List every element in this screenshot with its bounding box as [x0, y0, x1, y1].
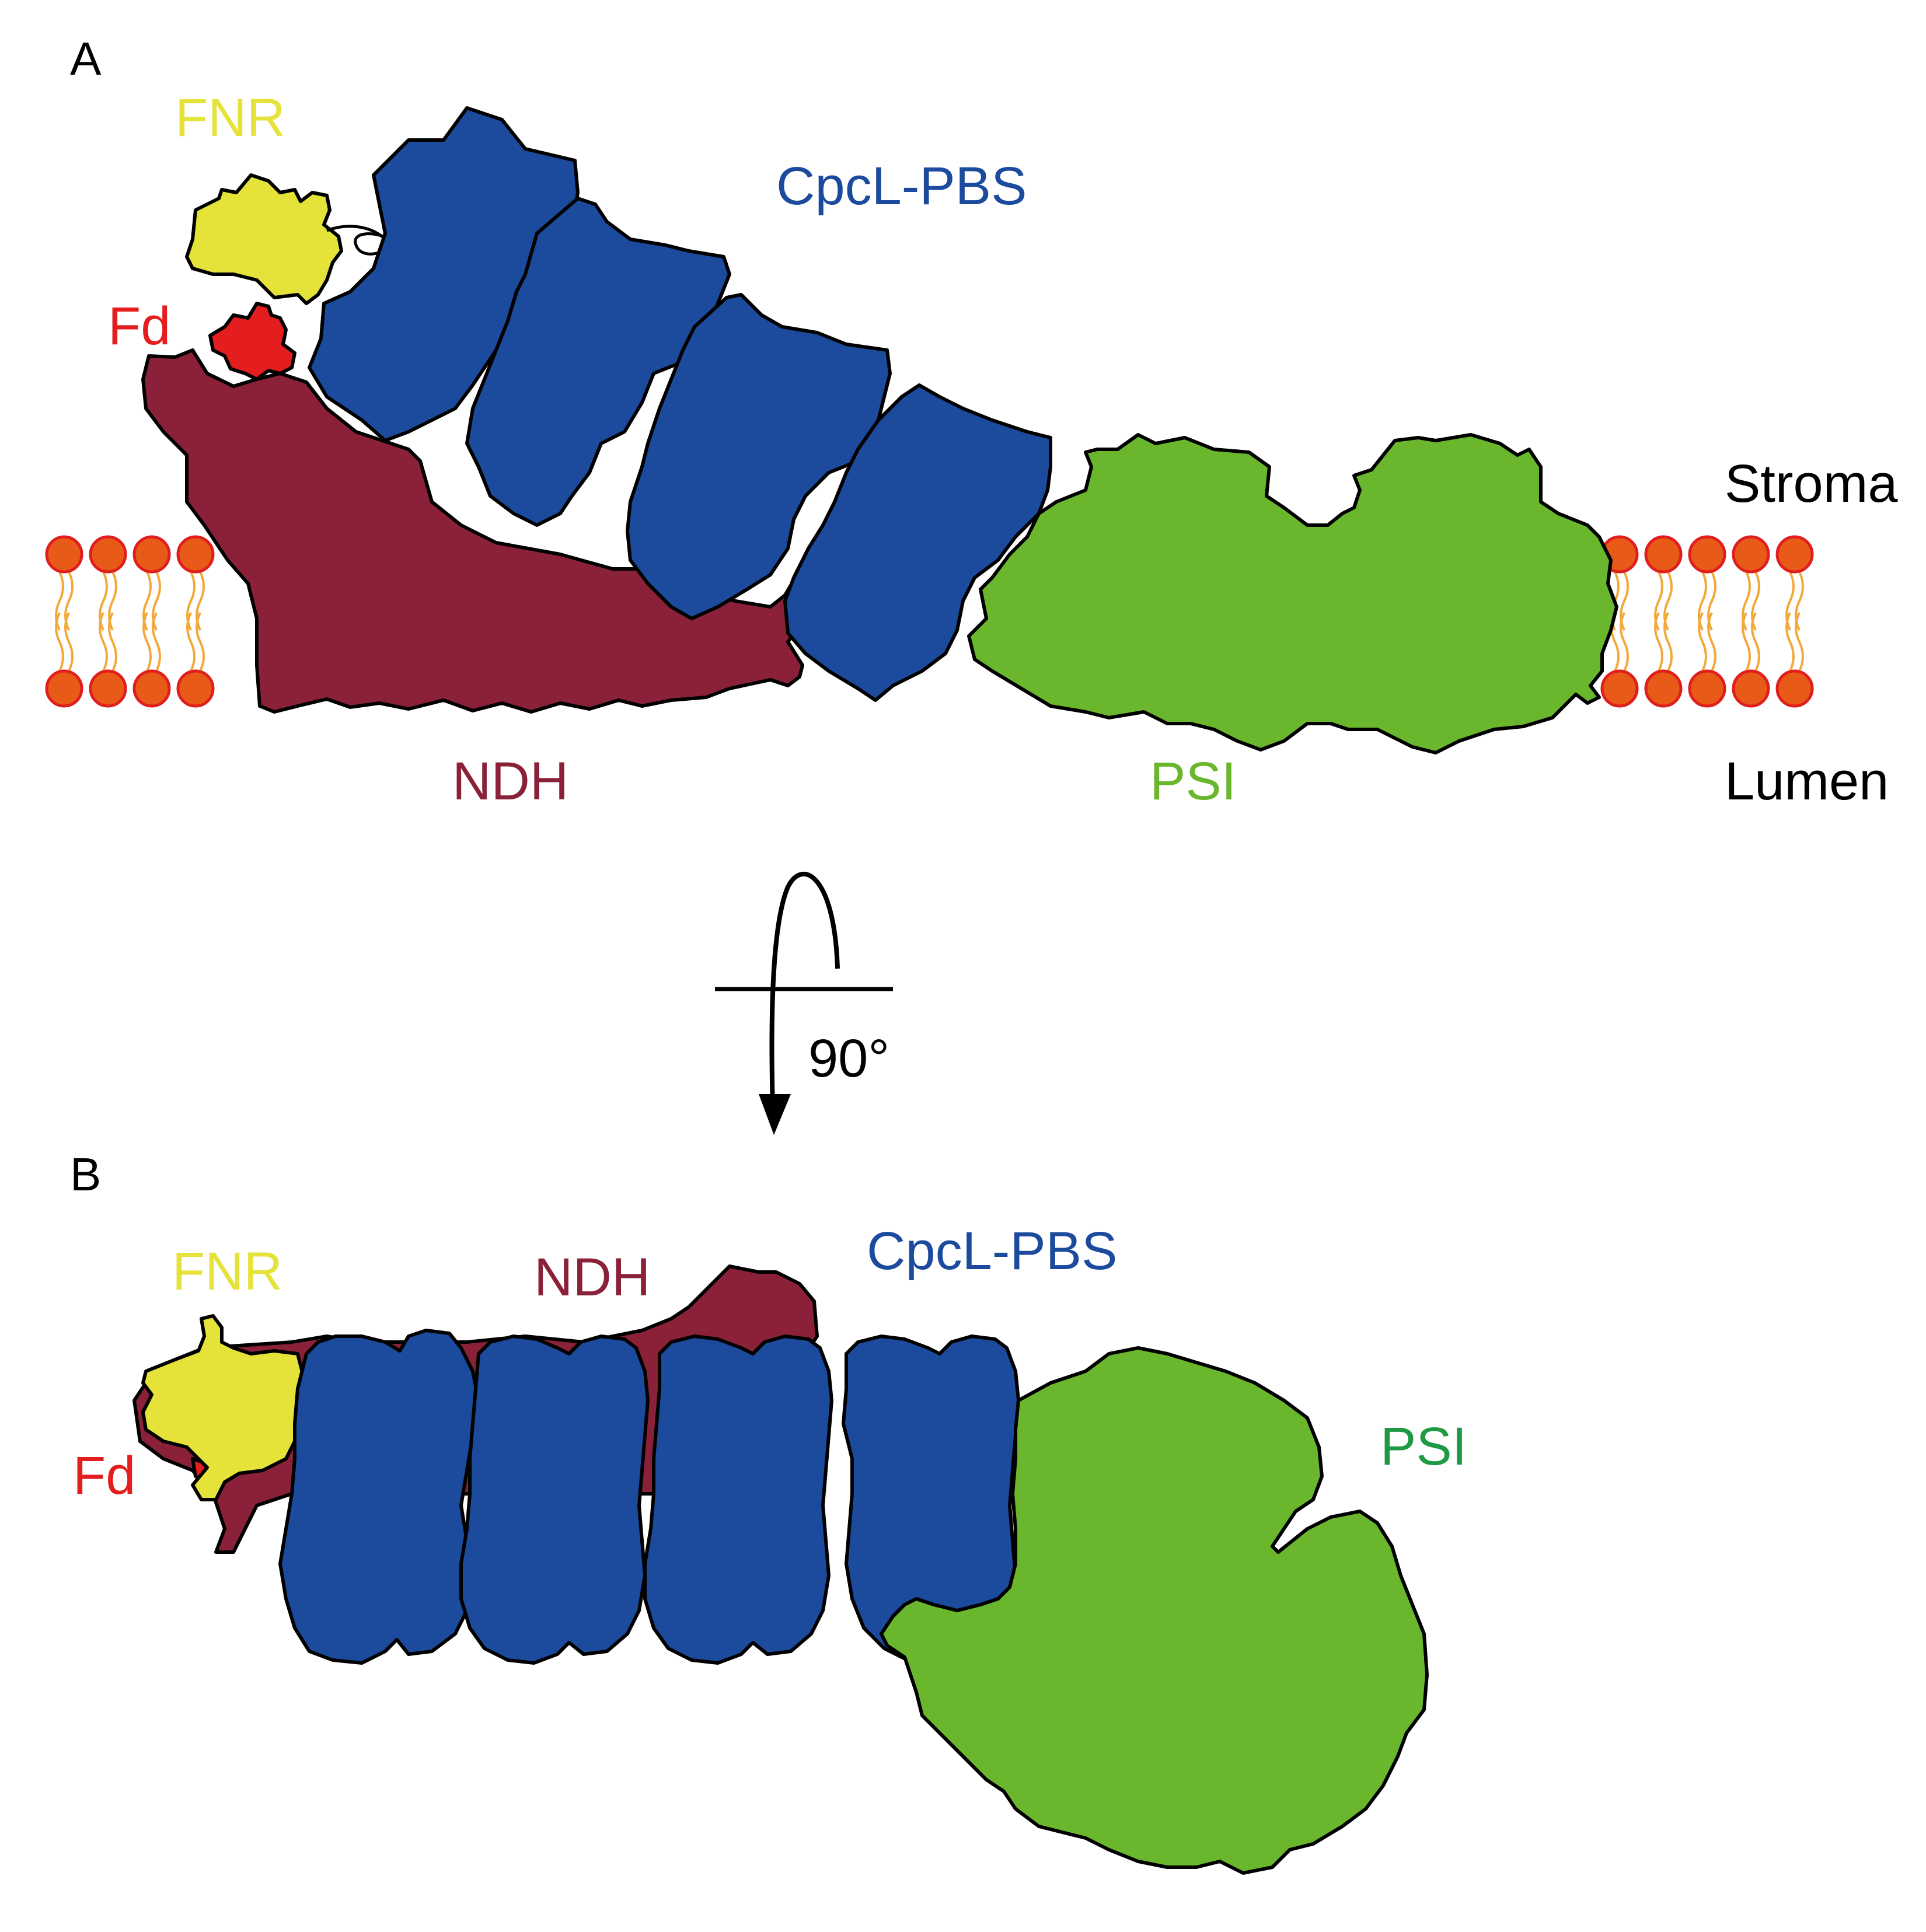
lipid-head	[1688, 535, 1726, 574]
lipid-tail	[1751, 612, 1760, 672]
lipid-head	[45, 535, 83, 574]
lipid-tail	[1785, 612, 1795, 672]
fnr-label-a: FNR	[175, 88, 285, 148]
panel-b: B FNR NDH CpcL-PBS Fd PSI	[70, 1148, 1467, 1875]
lipid-tail	[1620, 612, 1629, 672]
cpcl-pbs-label-b: CpcL-PBS	[867, 1221, 1118, 1281]
lipid-head	[176, 669, 215, 708]
lipid-tail	[99, 612, 108, 672]
fnr-protein-b	[141, 1314, 305, 1501]
lipid-tail	[142, 612, 152, 672]
ndh-label-a: NDH	[452, 752, 568, 811]
cpcl-pbs-rod-b-2	[459, 1334, 650, 1665]
lipid-tail	[152, 612, 161, 672]
fnr-label-b: FNR	[172, 1242, 282, 1301]
fnr-protein	[185, 173, 343, 305]
psi-complex-b	[880, 1346, 1429, 1875]
lipid-tail	[1742, 612, 1751, 672]
psi-label-b: PSI	[1380, 1417, 1467, 1476]
cpcl-pbs-rod-4	[783, 383, 1052, 702]
panel-b-label: B	[70, 1148, 101, 1200]
lipid-tail	[1663, 612, 1673, 672]
lipid-tail	[1707, 612, 1716, 672]
lipid-tail	[55, 612, 64, 672]
fd-label-b: Fd	[73, 1446, 135, 1505]
lipid-tail	[1698, 612, 1707, 672]
cpcl-pbs-rod-2	[465, 197, 731, 527]
membrane-left	[45, 535, 215, 708]
fd-label-a: Fd	[108, 296, 170, 356]
lipid-tail	[108, 612, 117, 672]
stroma-label: Stroma	[1725, 454, 1898, 513]
rotation-arrowhead	[759, 1094, 791, 1135]
lipid-head	[176, 535, 215, 574]
lipid-head	[45, 669, 83, 708]
lipid-head	[1644, 669, 1683, 708]
lipid-tail	[1795, 612, 1804, 672]
panel-a-label: A	[70, 33, 102, 85]
panel-a: A FNR CpcL-PBS Fd NDH PSI Stroma Lumen	[45, 33, 1898, 811]
lipid-head	[1732, 669, 1770, 708]
fd-protein	[208, 302, 296, 381]
membrane-right	[1600, 535, 1814, 708]
cpcl-pbs-rod-b-1	[278, 1329, 480, 1665]
rotation-angle-label: 90°	[808, 1029, 889, 1088]
rotation-symbol: 90°	[715, 871, 893, 1135]
lipid-head	[89, 669, 127, 708]
psi-complex	[967, 433, 1618, 754]
ndh-label-b: NDH	[534, 1248, 650, 1307]
lipid-head	[1644, 535, 1683, 574]
lipid-head	[1688, 669, 1726, 708]
lipid-tail	[64, 612, 74, 672]
lipid-head	[132, 535, 171, 574]
lipid-tail	[196, 612, 205, 672]
lipid-head	[132, 669, 171, 708]
lipid-head	[89, 535, 127, 574]
lumen-label: Lumen	[1725, 752, 1889, 811]
lipid-head	[1775, 535, 1814, 574]
lipid-head	[1600, 669, 1639, 708]
rotation-arrow	[769, 871, 840, 1127]
lipid-head	[1732, 535, 1770, 574]
ndh-complex	[141, 348, 816, 714]
cpcl-pbs-rod-b-3	[643, 1334, 833, 1665]
psi-label-a: PSI	[1150, 752, 1236, 811]
cpcl-pbs-rod-1	[308, 106, 580, 442]
lipid-head	[1775, 669, 1814, 708]
lipid-tail	[1654, 612, 1663, 672]
lipid-tail	[186, 612, 196, 672]
cpcl-pbs-rod-3	[626, 293, 892, 620]
cpcl-pbs-label-a: CpcL-PBS	[776, 156, 1027, 216]
